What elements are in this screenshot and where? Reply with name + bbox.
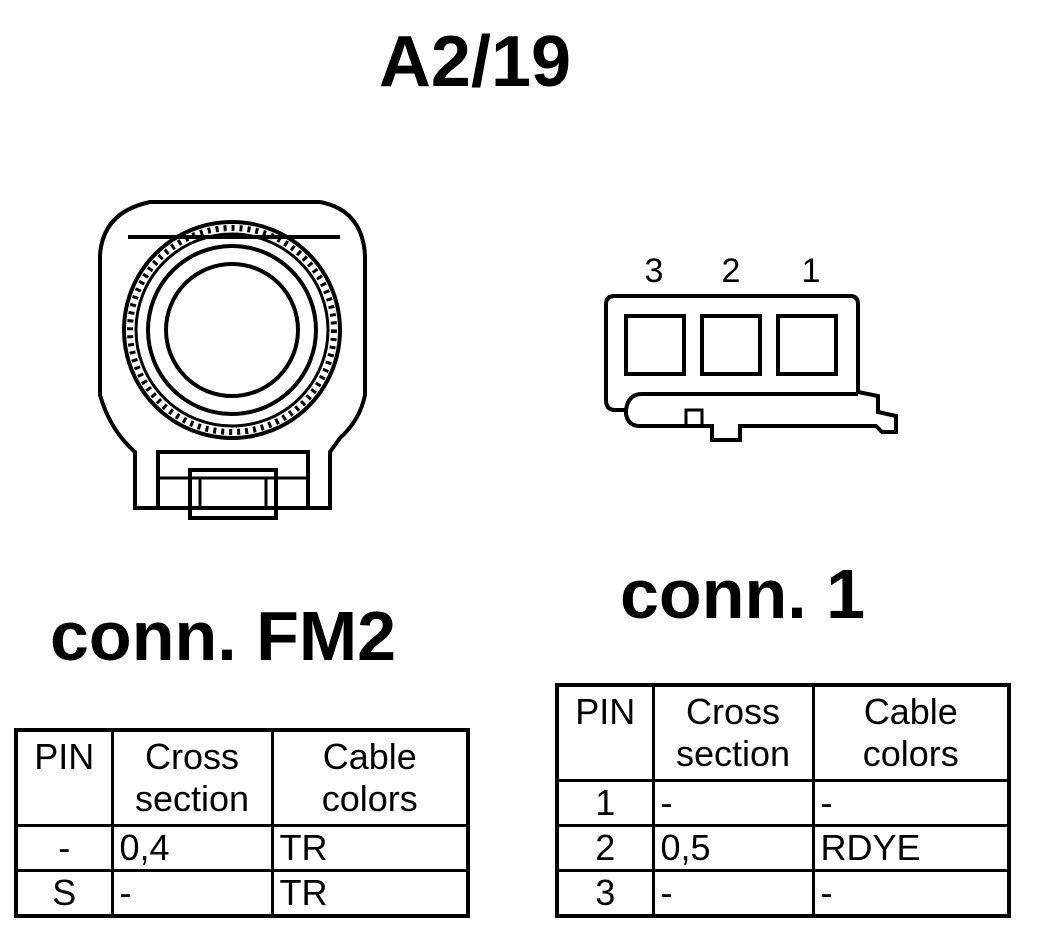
header-cable-line1: Cable: [322, 736, 417, 777]
table-row: 3 - -: [555, 869, 1011, 918]
cross-section-cell: -: [651, 869, 815, 918]
pin-cell: 1: [555, 779, 655, 827]
cross-section-cell: 0,5: [651, 824, 815, 872]
pin-cell: S: [14, 869, 114, 918]
conn-1-label: conn. 1: [620, 555, 866, 633]
cable-color-cell: -: [811, 779, 1011, 827]
cross-section-cell: -: [110, 869, 274, 918]
header-pin-text: PIN: [34, 736, 95, 777]
header-cable-line2: colors: [321, 778, 418, 819]
conn1-connector-drawing: [604, 294, 898, 442]
conn-fm2-label: conn. FM2: [50, 597, 397, 675]
header-cross-line1: Cross: [685, 691, 780, 732]
header-pin: PIN: [555, 683, 655, 782]
cross-section-cell: -: [651, 779, 815, 827]
table-row: 2 0,5 RDYE: [555, 824, 1011, 872]
header-pin: PIN: [14, 728, 114, 827]
table-row: S - TR: [14, 869, 470, 918]
fm2-connector-drawing: [98, 200, 367, 520]
header-pin-text: PIN: [575, 691, 636, 732]
conn1-pin-label-1: 1: [802, 252, 821, 290]
header-cable-line2: colors: [862, 733, 959, 774]
cable-color-cell: TR: [270, 824, 470, 872]
header-cross-line2: section: [675, 733, 791, 774]
table-row: - 0,4 TR: [14, 824, 470, 872]
pin-cell: -: [14, 824, 114, 872]
pin-cell: 2: [555, 824, 655, 872]
page-title: A2/19: [378, 22, 572, 102]
conn1-pin-label-3: 3: [645, 252, 664, 290]
table-row: 1 - -: [555, 779, 1011, 827]
header-cross-line1: Cross: [144, 736, 239, 777]
cable-color-cell: -: [811, 869, 1011, 918]
cross-section-cell: 0,4: [110, 824, 274, 872]
cable-color-cell: RDYE: [811, 824, 1011, 872]
pin-cell: 3: [555, 869, 655, 918]
header-cable-line1: Cable: [863, 691, 958, 732]
header-cross-line2: section: [134, 778, 250, 819]
cable-color-cell: TR: [270, 869, 470, 918]
conn1-pin-label-2: 2: [722, 252, 741, 290]
